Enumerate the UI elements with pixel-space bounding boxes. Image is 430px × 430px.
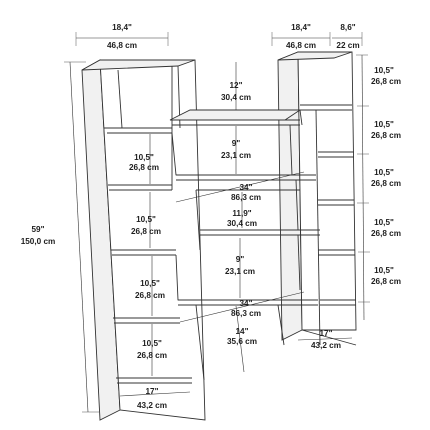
left-cell-4-in: 10,5"	[142, 339, 162, 348]
right-cell-2-cm: 26,8 cm	[371, 131, 401, 140]
bottom-gap-in: 14"	[236, 327, 249, 336]
wide-1-in: 34"	[240, 183, 253, 192]
right-cell-3-cm: 26,8 cm	[371, 179, 401, 188]
bottom-right-width-in: 17"	[320, 329, 333, 338]
left-column-top-board	[81, 59, 196, 71]
bottom-left-width-cm: 43,2 cm	[137, 401, 167, 410]
right-cell-5-cm: 26,8 cm	[371, 277, 401, 286]
left-cell-2-cm: 26,8 cm	[131, 227, 161, 236]
top-depth-cm: 22 cm	[336, 41, 359, 50]
bottom-gap-cm: 35,6 cm	[227, 337, 257, 346]
mid-shelf-2-in: 9"	[236, 255, 245, 264]
central-wide-shelves	[169, 109, 320, 381]
left-cell-4-cm: 26,8 cm	[137, 351, 167, 360]
top-right-width-cm: 46,8 cm	[286, 41, 316, 50]
total-height-cm: 150,0 cm	[21, 237, 56, 246]
top-right-width-in: 18,4"	[291, 23, 311, 32]
total-height-in: 59"	[32, 225, 45, 234]
left-column-shelves	[104, 65, 192, 384]
top-left-width-in: 18,4"	[112, 23, 132, 32]
wide-1-cm: 86,3 cm	[231, 193, 261, 202]
right-cell-2-in: 10,5"	[374, 120, 394, 129]
mid-shelf-1-cm: 23,1 cm	[221, 151, 251, 160]
mid-gap-cm: 30,4 cm	[227, 219, 257, 228]
wide-2-cm: 86,3 cm	[231, 309, 261, 318]
left-cell-3-in: 10,5"	[140, 279, 160, 288]
gap-top-cm: 30,4 cm	[221, 93, 251, 102]
top-left-width-cm: 46,8 cm	[107, 41, 137, 50]
bottom-left-width-in: 17"	[146, 387, 159, 396]
dimension-lines	[64, 32, 370, 413]
mid-shelf-2-cm: 23,1 cm	[225, 267, 255, 276]
right-column-front	[297, 51, 357, 331]
right-column-top-board	[277, 51, 353, 61]
right-cell-1-cm: 26,8 cm	[371, 77, 401, 86]
mid-shelf-1-in: 9"	[232, 139, 241, 148]
bottom-right-width-cm: 43,2 cm	[311, 341, 341, 350]
top-depth-in: 8,6"	[340, 23, 355, 32]
left-cell-1-cm: 26,8 cm	[129, 163, 159, 172]
left-cell-2-in: 10,5"	[136, 215, 156, 224]
gap-top-in: 12"	[230, 81, 243, 90]
dimension-labels: 18,4" 46,8 cm 18,4" 46,8 cm 8,6" 22 cm 5…	[21, 23, 401, 410]
wide-2-in: 34"	[240, 299, 253, 308]
mid-gap-in: 11,9"	[232, 209, 251, 218]
right-cell-1-in: 10,5"	[374, 66, 394, 75]
right-cell-5-in: 10,5"	[374, 266, 394, 275]
right-cell-4-in: 10,5"	[374, 218, 394, 227]
right-cell-3-in: 10,5"	[374, 168, 394, 177]
bookshelf-drawing	[81, 51, 357, 421]
right-cell-4-cm: 26,8 cm	[371, 229, 401, 238]
left-cell-1-in: 10,5"	[134, 153, 154, 162]
left-cell-3-cm: 26,8 cm	[135, 291, 165, 300]
right-column-shelves	[300, 104, 357, 346]
